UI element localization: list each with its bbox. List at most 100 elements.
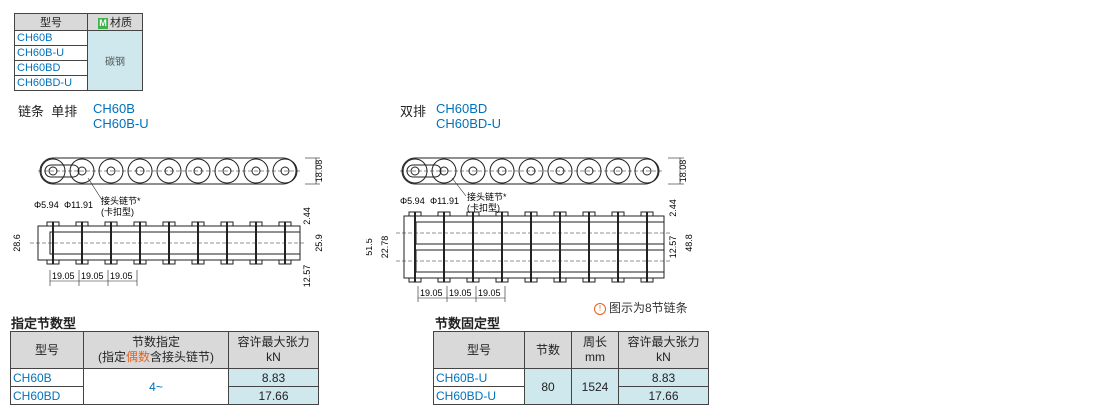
plate-tab	[133, 259, 147, 265]
links-value: 4~	[83, 368, 229, 405]
double-chain-diagram: 18.08 Φ5.94 Φ11.91 接头链节* (卡扣型) 51.5 22.7…	[366, 157, 694, 302]
plate-tab	[466, 277, 480, 283]
dim-pitch: 19.05	[52, 271, 75, 281]
connector-type: (卡扣型)	[101, 206, 134, 217]
plate-tab	[162, 221, 176, 227]
single-chain-top-view	[30, 221, 306, 265]
header-model: 型号	[433, 331, 525, 369]
dim-roller: Φ11.91	[64, 200, 93, 210]
material-badge-icon: M	[98, 18, 108, 29]
plate-tab	[46, 259, 60, 265]
plate-tab	[495, 211, 509, 217]
dim-inner: 12.57	[302, 265, 312, 288]
dim-plate: 2.44	[302, 207, 312, 225]
double-codes: CH60BD CH60BD-U	[436, 101, 501, 131]
single-codes: CH60B CH60B-U	[93, 101, 149, 131]
model-cell[interactable]: CH60B	[10, 368, 84, 387]
header-length: 周长 mm	[571, 331, 619, 369]
plate-tab	[75, 259, 89, 265]
code-link[interactable]: CH60BD	[436, 101, 488, 116]
dim-pitch: 19.05	[449, 288, 472, 298]
plate-tab	[75, 221, 89, 227]
material-cell: 碳钢	[87, 30, 143, 91]
dim-pitch: 19.05	[478, 288, 501, 298]
dim-width-outer: 51.5	[366, 238, 374, 256]
info-icon: !	[594, 303, 606, 315]
header-tension: 容许最大张力 kN	[618, 331, 709, 369]
model-cell[interactable]: CH60B	[14, 30, 88, 46]
dim-width-inner: 25.9	[314, 234, 324, 252]
model-cell[interactable]: CH60BD	[14, 60, 88, 76]
connector-type: (卡扣型)	[467, 202, 500, 213]
plate-tab	[408, 277, 422, 283]
dim-roller: Φ11.91	[430, 196, 459, 206]
plate-tab	[191, 259, 205, 265]
double-chain-top-view	[396, 211, 670, 283]
plate-tab	[582, 211, 596, 217]
header-model: 型号	[14, 13, 88, 31]
dim-height: 18.08	[314, 160, 324, 183]
plate-tab	[133, 221, 147, 227]
double-row-label: 双排	[400, 104, 427, 119]
model-cell[interactable]: CH60BD-U	[14, 75, 88, 91]
code-link[interactable]: CH60B	[93, 101, 135, 116]
dim-width-total: 48.8	[684, 234, 694, 252]
single-chain-diagram: 18.08 Φ5.94 Φ11.91 接头链节* (卡扣型) 28.6 25.9…	[12, 157, 324, 288]
plate-tab	[249, 259, 263, 265]
dim-height: 18.08	[678, 160, 688, 183]
plate-tab	[611, 277, 625, 283]
single-row-label: 单排	[51, 104, 78, 119]
tension-value: 17.66	[618, 386, 709, 405]
plate-tab	[466, 211, 480, 217]
header-tension: 容许最大张力 kN	[228, 331, 319, 369]
plate-tab	[437, 277, 451, 283]
header-model: 型号	[10, 331, 84, 369]
dim-pin: Φ5.94	[400, 196, 425, 206]
section-title-specified: 指定节数型	[11, 316, 77, 331]
chain-label: 链条 单排	[18, 104, 78, 119]
plate-tab	[553, 211, 567, 217]
plate-tab	[611, 211, 625, 217]
tension-value: 8.83	[228, 368, 319, 387]
tension-value: 17.66	[228, 386, 319, 405]
plate-tab	[191, 221, 205, 227]
dim-pin: Φ5.94	[34, 200, 59, 210]
header-links: 节数	[524, 331, 572, 369]
plate-tab	[220, 259, 234, 265]
plate-tab	[278, 221, 292, 227]
plate-tab	[495, 277, 509, 283]
plate-tab	[437, 211, 451, 217]
plate-tab	[104, 259, 118, 265]
plate-tab	[278, 259, 292, 265]
model-cell[interactable]: CH60BD-U	[433, 386, 525, 405]
code-link[interactable]: CH60BD-U	[436, 116, 502, 131]
plate-tab	[104, 221, 118, 227]
roller-outline	[156, 158, 182, 184]
section-title-fixed: 节数固定型	[435, 316, 501, 331]
plate-tab	[553, 277, 567, 283]
dim-pitch: 19.05	[110, 271, 133, 281]
spec-table-fixed: 型号 节数 周长 mm 容许最大张力 kN CH60B-U 80 1524 8.…	[433, 331, 709, 405]
dim-transverse: 22.78	[380, 236, 390, 259]
dim-plate: 2.44	[668, 199, 678, 217]
links-value: 80	[524, 368, 572, 405]
length-value: 1524	[571, 368, 619, 405]
figure-note: !图示为8节链条	[594, 299, 688, 316]
model-cell[interactable]: CH60B-U	[14, 45, 88, 61]
model-cell[interactable]: CH60B-U	[433, 368, 525, 387]
plate-tab	[220, 221, 234, 227]
connector-label: 接头链节*	[101, 195, 141, 206]
plate-tab	[524, 211, 538, 217]
model-cell[interactable]: CH60BD	[10, 386, 84, 405]
plate-tab	[408, 211, 422, 217]
plate-tab	[46, 221, 60, 227]
plate-tab	[582, 277, 596, 283]
dim-pitch: 19.05	[81, 271, 104, 281]
plate-tab	[640, 211, 654, 217]
dim-pitch: 19.05	[420, 288, 443, 298]
spec-table-specified: 型号 节数指定 (指定偶数含接头链节) 容许最大张力 kN CH60B 4~ 8…	[10, 331, 319, 405]
tension-value: 8.83	[618, 368, 709, 387]
plate-tab	[162, 259, 176, 265]
code-link[interactable]: CH60B-U	[93, 116, 149, 131]
